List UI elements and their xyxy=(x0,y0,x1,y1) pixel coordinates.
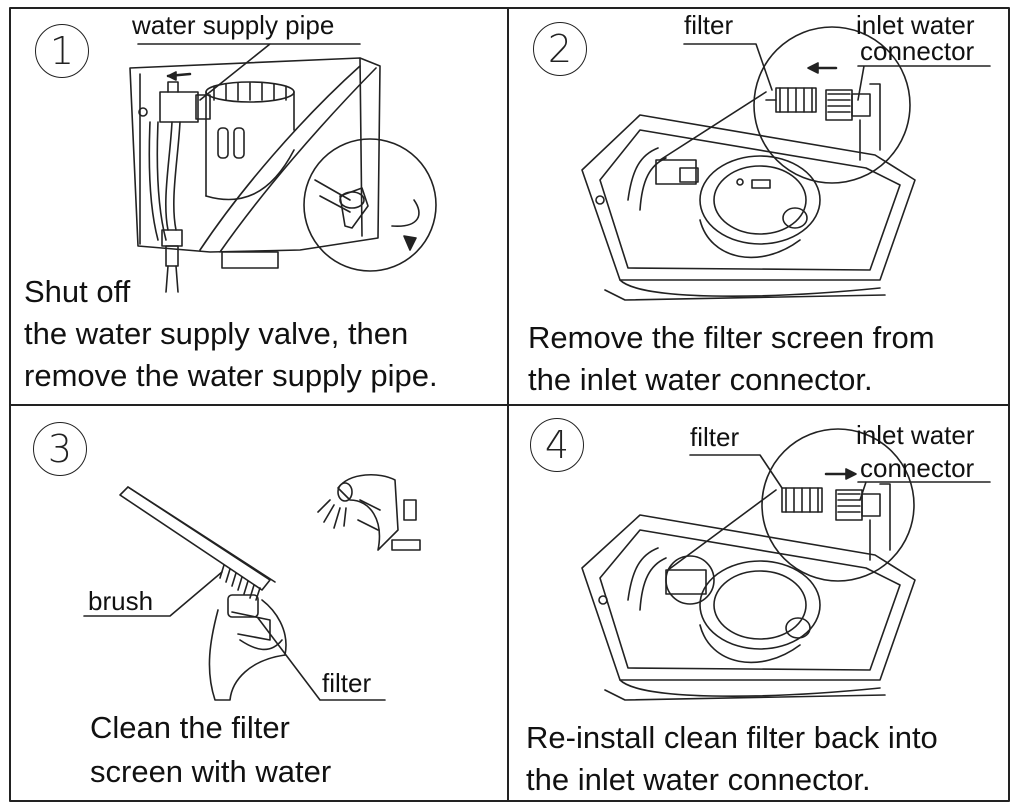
caption-step2-line1: Remove the filter screen from xyxy=(528,320,935,355)
caption-step1-line1: Shut off xyxy=(24,274,131,309)
step-number-4: 4 xyxy=(530,418,584,472)
label-filter-step2: filter xyxy=(684,10,734,40)
label-connector-step4: connector xyxy=(860,453,975,483)
panel3-illustration xyxy=(83,473,421,701)
label-brush: brush xyxy=(88,586,154,616)
panel4-illustration xyxy=(581,428,991,701)
panel2-illustration xyxy=(581,26,991,301)
caption-step1-line3: remove the water supply pipe. xyxy=(24,358,438,393)
step-number-1: 1 xyxy=(35,24,89,78)
caption-step3-line2: screen with water xyxy=(90,754,332,789)
label-water-supply-pipe: water supply pipe xyxy=(132,10,335,40)
label-inlet-water-step2: inlet water xyxy=(856,10,975,40)
caption-step1-line2: the water supply valve, then xyxy=(24,316,409,351)
label-filter-step3: filter xyxy=(322,668,372,698)
caption-step4-line2: the inlet water connector. xyxy=(526,762,871,797)
caption-step3-line1: Clean the filter xyxy=(90,710,290,745)
step-number-2: 2 xyxy=(533,22,587,76)
label-inlet-water-step4: inlet water xyxy=(856,420,975,450)
caption-step4-line1: Re-install clean filter back into xyxy=(526,720,938,755)
panel1-illustration xyxy=(129,43,437,293)
step-number-3: 3 xyxy=(33,422,87,476)
caption-step2-line2: the inlet water connector. xyxy=(528,362,873,397)
label-connector-step2: connector xyxy=(860,36,975,66)
label-filter-step4: filter xyxy=(690,422,740,452)
